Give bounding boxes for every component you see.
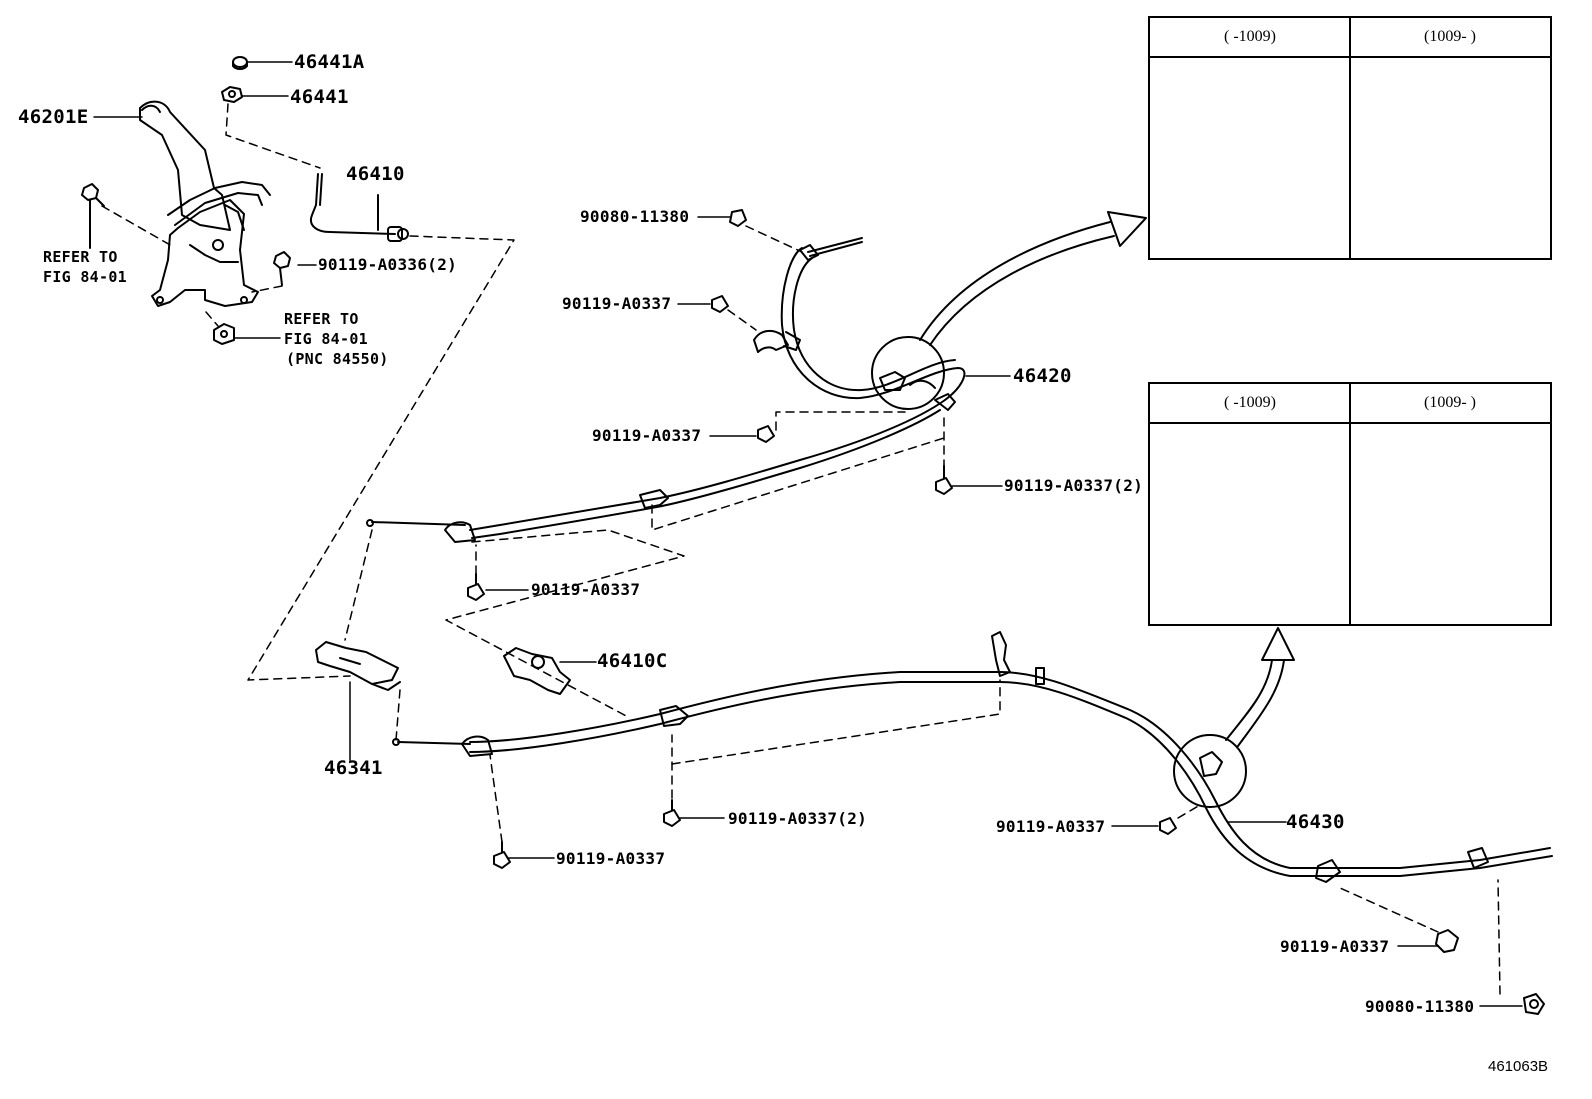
bolt-46430-left [1159,817,1177,835]
bolt-upper-mid [711,295,729,313]
refer-to-label-2-line2: FIG 84-01 [284,330,368,348]
bolt-left [81,183,105,249]
label-46201E[interactable]: 46201E [18,106,89,128]
detail-circle-upper [871,336,945,410]
label-46441[interactable]: 46441 [290,86,349,108]
label-90080-11380-bottom[interactable]: 90080-11380 [1365,997,1475,1016]
diagram-code: 461063B [1488,1058,1549,1075]
label-90080-11380-top[interactable]: 90080-11380 [580,207,690,226]
nut-46441 [221,86,243,103]
bolt-lower-a [663,799,681,827]
label-46341[interactable]: 46341 [324,757,383,779]
arrow-lower [1225,627,1295,747]
detail-panel-upper-col2: (1009- ) [1424,28,1476,45]
clip-bottom-right [1523,993,1545,1015]
bolt-lower-right [1435,929,1459,953]
label-46420[interactable]: 46420 [1013,365,1072,387]
refer-to-label-2-line1: REFER TO [284,310,359,328]
bolt-lower-b [493,841,511,869]
detail-panel-upper-divider [1349,18,1351,258]
label-46410[interactable]: 46410 [346,163,405,185]
leader-lines [93,61,1523,1007]
bolt-clip-upper [729,209,747,227]
detail-panel-upper: ( -1009) (1009- ) [1148,16,1552,260]
dashed-guides [101,103,1501,995]
refer-to-label-1-line1: REFER TO [43,248,118,266]
cable-46420 [366,237,966,543]
detail-circle-lower [1173,734,1247,808]
label-90119-A0337-e[interactable]: 90119-A0337 [996,817,1106,836]
label-46430[interactable]: 46430 [1286,811,1345,833]
label-90119-A0337-c[interactable]: 90119-A0337 [531,580,641,599]
label-90119-A0337-d[interactable]: 90119-A0337 [556,849,666,868]
arrow-upper [919,211,1147,346]
nut-lower [213,323,235,345]
detail-panel-lower: ( -1009) (1009- ) [1148,382,1552,626]
detail-panel-lower-divider [1349,384,1351,624]
bolt-90119-A0336 [273,251,291,286]
equalizer-46341 [315,641,401,691]
cable-46410 [310,173,409,242]
label-46441A[interactable]: 46441A [294,51,365,73]
label-90119-A0337-2-a[interactable]: 90119-A0337(2) [1004,476,1144,495]
label-90119-A0336[interactable]: 90119-A0336(2) [318,255,458,274]
label-90119-A0337-f[interactable]: 90119-A0337 [1280,937,1390,956]
parking-brake-lever [139,100,271,307]
label-90119-A0337-2-b[interactable]: 90119-A0337(2) [728,809,868,828]
label-46410C[interactable]: 46410C [597,650,668,672]
refer-to-label-2-line3: (PNC 84550) [286,350,389,368]
bolt-46420-left [757,425,775,443]
bracket-46410C [503,647,571,695]
label-90119-A0337-a[interactable]: 90119-A0337 [562,294,672,313]
bolt-46420-right [935,465,953,495]
bolt-90119-mid [467,573,485,601]
label-90119-A0337-b[interactable]: 90119-A0337 [592,426,702,445]
nut-46441A [232,56,248,70]
detail-panel-lower-col1: ( -1009) [1224,394,1276,411]
detail-panel-lower-col2: (1009- ) [1424,394,1476,411]
detail-panel-upper-col1: ( -1009) [1224,28,1276,45]
cable-46430 [392,631,1553,883]
refer-to-label-1-line2: FIG 84-01 [43,268,127,286]
